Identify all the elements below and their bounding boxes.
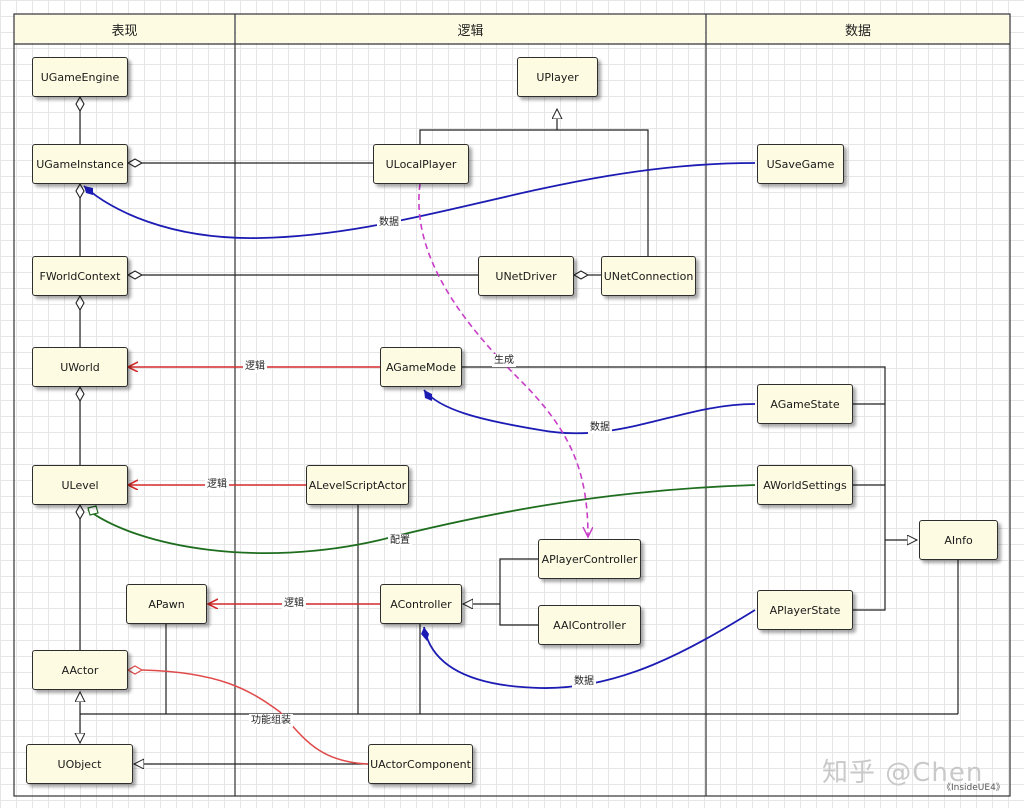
data-links bbox=[83, 162, 756, 689]
diamond-config-level bbox=[87, 505, 99, 516]
data-playerstate-controller bbox=[423, 609, 756, 689]
link-info-bus-a bbox=[462, 366, 886, 611]
class-fworldcontext[interactable]: FWorldContext bbox=[32, 256, 128, 296]
edge-label-localplayer-spawn: 生成 bbox=[492, 354, 516, 367]
link-uplayer-children bbox=[419, 129, 649, 256]
edge-label-savegame-data: 数据 bbox=[377, 216, 401, 229]
aggregation-diamonds bbox=[75, 95, 590, 521]
diamond-netdriver-side bbox=[572, 270, 590, 280]
class-unetdriver[interactable]: UNetDriver bbox=[478, 256, 574, 296]
class-uworld[interactable]: UWorld bbox=[32, 347, 128, 387]
column-header-bg-presentation bbox=[15, 15, 234, 43]
diamond-world bbox=[75, 385, 85, 403]
diamond-context-side bbox=[126, 270, 144, 280]
class-uplayer[interactable]: UPlayer bbox=[517, 57, 598, 97]
data-savegame-instance bbox=[83, 162, 756, 239]
component-aactor-link bbox=[141, 669, 369, 765]
diamond-context bbox=[75, 294, 85, 312]
column-header-presentation: 表现 bbox=[111, 23, 138, 39]
class-ainfo[interactable]: AInfo bbox=[919, 520, 998, 560]
class-apawn[interactable]: APawn bbox=[126, 584, 207, 624]
edge-label-gamestate-data: 数据 bbox=[588, 421, 612, 434]
watermark-text: 知乎 @Chen bbox=[822, 758, 984, 788]
class-usavegame[interactable]: USaveGame bbox=[757, 144, 844, 184]
class-ulevel[interactable]: ULevel bbox=[32, 465, 128, 505]
edge-label-playerstate-data: 数据 bbox=[572, 675, 596, 688]
edge-label-gamemode-logic: 逻辑 bbox=[243, 360, 267, 373]
credit-text: 《InsideUE4》 bbox=[942, 783, 1005, 793]
class-aworldsettings[interactable]: AWorldSettings bbox=[757, 465, 853, 505]
diamond-filled-gamemode bbox=[424, 390, 432, 401]
column-header-bg-logic bbox=[236, 15, 705, 43]
class-agamestate[interactable]: AGameState bbox=[757, 384, 853, 424]
class-ulocalplayer[interactable]: ULocalPlayer bbox=[373, 144, 469, 184]
diamond-instance bbox=[75, 182, 85, 200]
swimlane-frame bbox=[13, 13, 1011, 797]
class-ugameengine[interactable]: UGameEngine bbox=[32, 57, 128, 97]
column-header-logic: 逻辑 bbox=[457, 23, 484, 39]
spawn-localplayer-playercontroller bbox=[418, 183, 588, 537]
edge-label-component-composition: 功能组装 bbox=[249, 714, 293, 727]
edge-label-controller-logic: 逻辑 bbox=[282, 597, 306, 610]
diamond-filled-instance bbox=[84, 186, 93, 195]
class-unetconnection[interactable]: UNetConnection bbox=[601, 256, 696, 296]
column-header-bg-data bbox=[707, 15, 1009, 43]
data-gamestate-gamemode bbox=[423, 389, 756, 435]
column-header-data: 数据 bbox=[844, 23, 871, 39]
config-worldsettings-level bbox=[87, 484, 756, 555]
class-aplayercontroller[interactable]: APlayerController bbox=[538, 539, 641, 579]
class-alevelscriptactor[interactable]: ALevelScriptActor bbox=[306, 465, 409, 505]
diamond-component-actor bbox=[126, 665, 144, 675]
structure-lines bbox=[80, 97, 959, 764]
class-uactorcomponent[interactable]: UActorComponent bbox=[368, 744, 473, 784]
diamond-filled-controller bbox=[421, 627, 429, 641]
edge-label-levelscript-logic: 逻辑 bbox=[205, 478, 229, 491]
class-acontroller[interactable]: AController bbox=[380, 584, 462, 624]
diamond-engine bbox=[75, 95, 85, 113]
class-aactor[interactable]: AActor bbox=[32, 650, 128, 690]
link-controller-children bbox=[499, 558, 538, 626]
class-ugameinstance[interactable]: UGameInstance bbox=[32, 144, 128, 184]
class-uobject[interactable]: UObject bbox=[26, 744, 133, 784]
diamond-level bbox=[75, 503, 85, 521]
class-aaicontroller[interactable]: AAIController bbox=[538, 605, 641, 645]
class-aplayerstate[interactable]: APlayerState bbox=[757, 590, 853, 630]
edge-label-worldsettings-config: 配置 bbox=[388, 534, 412, 547]
diamond-instance-side bbox=[126, 158, 144, 168]
class-agamemode[interactable]: AGameMode bbox=[380, 347, 462, 387]
